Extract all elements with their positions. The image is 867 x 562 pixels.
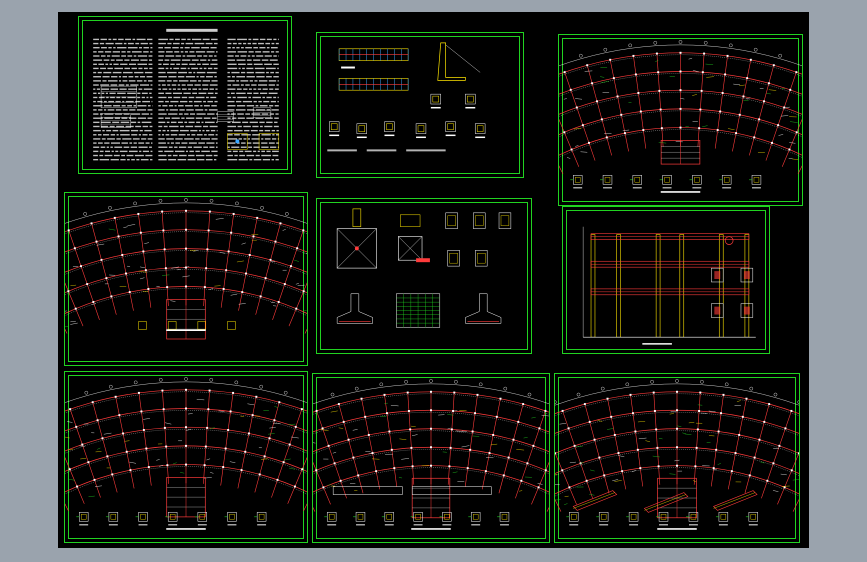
- sheet-inner-frame: [558, 377, 796, 539]
- sheet-inner-frame: [68, 375, 304, 539]
- floor-plan-drawing: [559, 40, 802, 193]
- sheet-foundation-details[interactable]: [316, 198, 532, 354]
- sheet-inner-frame: [68, 196, 304, 362]
- foundation-drawing: [336, 208, 512, 328]
- sheet-inner-frame: [82, 20, 288, 170]
- sheet-inner-frame: [320, 202, 528, 350]
- sheet-section-details[interactable]: [316, 32, 524, 178]
- sheet-floor-plan-1[interactable]: [558, 34, 803, 206]
- sheet-floor-plan-5[interactable]: [554, 373, 800, 543]
- sheet-floor-plan-3[interactable]: [64, 371, 308, 543]
- floor-plan-drawing: [555, 379, 799, 530]
- elevation-drawing: [582, 226, 756, 345]
- notes-lines: [93, 28, 280, 161]
- sheet-inner-frame: [320, 36, 520, 174]
- sheet-inner-frame: [566, 210, 766, 350]
- sheet-inner-frame: [562, 38, 799, 202]
- details-drawing: [327, 42, 486, 152]
- cad-drawing-canvas[interactable]: [58, 12, 809, 548]
- sheet-floor-plan-4[interactable]: [312, 373, 550, 543]
- sheet-general-notes[interactable]: [78, 16, 292, 174]
- floor-plan-drawing: [65, 198, 307, 340]
- floor-plan-drawing: [65, 377, 307, 530]
- sheet-frame-elevation[interactable]: [562, 206, 770, 354]
- sheet-inner-frame: [316, 377, 546, 539]
- sheet-floor-plan-2[interactable]: [64, 192, 308, 366]
- floor-plan-drawing: [313, 379, 549, 530]
